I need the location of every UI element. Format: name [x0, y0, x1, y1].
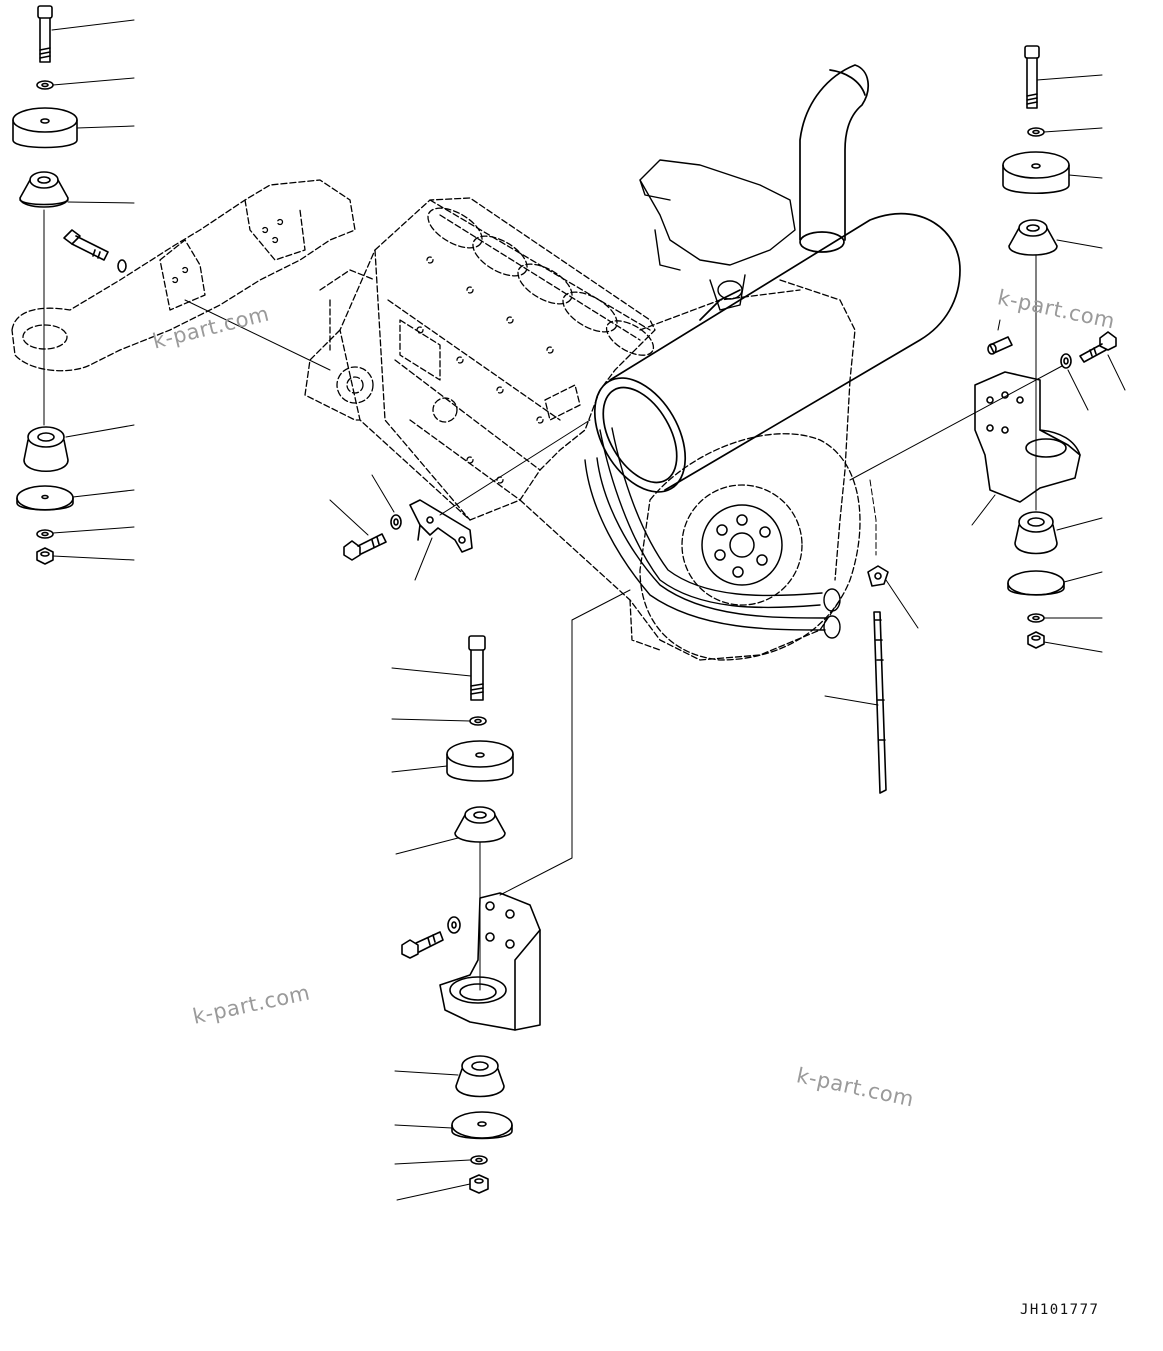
small-clamp-bracket [409, 499, 473, 553]
coolant-hoses [584, 427, 841, 639]
tube-clip [867, 565, 889, 587]
rear-bracket-washer [447, 916, 461, 934]
center-mount-upper-cushion [454, 806, 506, 843]
flywheel-housing [639, 433, 861, 661]
clamp-leader-lines [329, 419, 591, 581]
center-mount-plate-washer [451, 1111, 513, 1140]
center-mount-cap [446, 740, 514, 782]
drawing-number: JH101777 [1020, 1302, 1100, 1318]
left-mount-lock-washer [36, 529, 54, 539]
left-mount-cap [12, 107, 78, 149]
tube-dashed-route [869, 479, 877, 556]
left-mount-bolt [37, 5, 53, 63]
engine-block [304, 197, 856, 661]
front-bracket-leader [184, 299, 331, 371]
left-mount-nut [36, 547, 54, 565]
front-bracket-bolt [63, 229, 127, 273]
center-mount-lock-washer [470, 1155, 488, 1165]
right-bracket-bolt [1079, 331, 1117, 363]
breather-tube [873, 611, 887, 794]
center-mount-nut [469, 1174, 489, 1194]
right-bracket-washer [1060, 353, 1072, 369]
right-mount-upper-cushion [1008, 219, 1058, 256]
tube-leader-lines [824, 579, 919, 706]
right-mount-cap [1002, 151, 1070, 195]
exhaust-pipe [799, 64, 869, 253]
left-leader-lines [51, 19, 135, 561]
left-mount-lower-cushion [23, 426, 69, 472]
right-leader-lines [849, 74, 1126, 653]
front-engine-bracket [11, 179, 356, 372]
center-mount-bolt [468, 635, 486, 701]
left-mount-plate-washer [16, 485, 74, 511]
muffler [593, 212, 961, 493]
right-mount-lower-cushion [1014, 511, 1058, 555]
exhaust-bracket [639, 159, 796, 311]
left-mount-upper-cushion [19, 171, 69, 208]
right-mount-lock-washer [1027, 613, 1045, 623]
flywheel [701, 504, 783, 586]
right-mount-washer [1027, 127, 1045, 137]
right-mount-plate-washer [1007, 570, 1065, 596]
clamp-washer [390, 514, 402, 530]
rear-engine-bracket [439, 892, 541, 1031]
right-engine-bracket [974, 371, 1081, 503]
right-dowel-pin [987, 336, 1013, 355]
clamp-bolt [343, 533, 387, 561]
right-mount-nut [1027, 631, 1045, 649]
left-mount-washer [36, 80, 54, 90]
center-mount-lower-cushion [455, 1055, 505, 1098]
center-leader-lines [391, 589, 631, 1201]
center-mount-washer [469, 716, 487, 726]
right-mount-bolt [1024, 45, 1040, 109]
rear-bracket-bolt [401, 931, 444, 959]
